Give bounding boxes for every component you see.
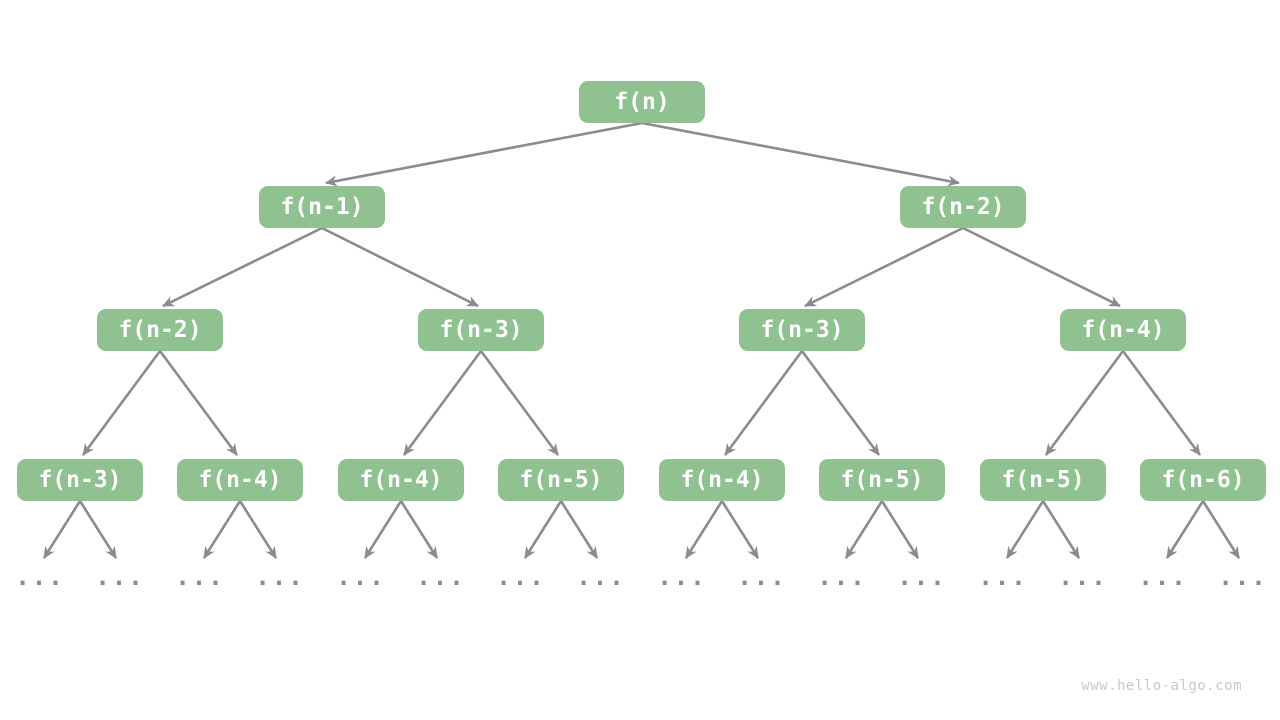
leaf-ellipsis: ...	[576, 563, 626, 591]
tree-edge	[158, 350, 239, 456]
leaf-ellipsis: ...	[1138, 563, 1188, 591]
tree-edge	[363, 500, 403, 559]
tree-edge	[399, 500, 439, 559]
leaf-ellipsis: ...	[175, 563, 225, 591]
tree-node: f(n-4)	[659, 459, 785, 501]
leaf-ellipsis: ...	[416, 563, 466, 591]
tree-node: f(n-6)	[1140, 459, 1266, 501]
tree-edge	[641, 121, 960, 187]
tree-node: f(n)	[579, 81, 705, 123]
leaf-ellipsis: ...	[255, 563, 305, 591]
leaf-ellipsis: ...	[496, 563, 546, 591]
tree-edge	[1005, 500, 1045, 559]
tree-node: f(n-5)	[498, 459, 624, 501]
tree-node: f(n-2)	[900, 186, 1026, 228]
tree-edge	[1201, 500, 1241, 559]
leaf-ellipsis: ...	[1218, 563, 1268, 591]
tree-edge	[162, 226, 323, 308]
leaf-ellipsis: ...	[15, 563, 65, 591]
tree-edge	[202, 500, 242, 559]
tree-edge	[723, 350, 804, 456]
tree-node: f(n-1)	[259, 186, 385, 228]
tree-node: f(n-5)	[980, 459, 1106, 501]
tree-edge	[880, 500, 920, 559]
leaf-ellipsis: ...	[737, 563, 787, 591]
tree-edge	[720, 500, 760, 559]
leaf-ellipsis: ...	[897, 563, 947, 591]
tree-edge	[325, 121, 643, 187]
tree-edge	[1044, 350, 1125, 456]
tree-edge	[1165, 500, 1205, 559]
tree-node: f(n-3)	[418, 309, 544, 351]
tree-node: f(n-4)	[1060, 309, 1186, 351]
leaf-ellipsis: ...	[1058, 563, 1108, 591]
tree-edge	[523, 500, 563, 559]
tree-edge	[321, 226, 479, 308]
tree-edge	[81, 350, 162, 456]
leaf-ellipsis: ...	[95, 563, 145, 591]
tree-node: f(n-5)	[819, 459, 945, 501]
tree-edge	[238, 500, 278, 559]
tree-edge	[1041, 500, 1081, 559]
tree-edge	[962, 226, 1121, 308]
tree-edge	[402, 350, 483, 456]
tree-node: f(n-4)	[338, 459, 464, 501]
tree-edge	[559, 500, 599, 559]
tree-node: f(n-3)	[17, 459, 143, 501]
tree-edge	[479, 350, 560, 456]
tree-edge	[800, 350, 881, 456]
tree-node: f(n-2)	[97, 309, 223, 351]
tree-node: f(n-4)	[177, 459, 303, 501]
leaf-ellipsis: ...	[336, 563, 386, 591]
leaf-ellipsis: ...	[657, 563, 707, 591]
tree-edge	[78, 500, 118, 559]
tree-edge	[42, 500, 82, 559]
tree-edge	[684, 500, 724, 559]
leaf-ellipsis: ...	[817, 563, 867, 591]
watermark: www.hello-algo.com	[1081, 678, 1242, 694]
tree-edge	[1121, 350, 1202, 456]
tree-edge	[804, 226, 964, 308]
leaf-ellipsis: ...	[978, 563, 1028, 591]
tree-node: f(n-3)	[739, 309, 865, 351]
tree-edge	[844, 500, 884, 559]
